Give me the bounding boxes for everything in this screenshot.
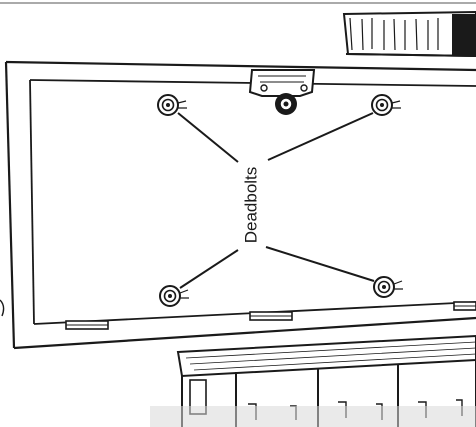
callout-leader-lines bbox=[178, 113, 374, 288]
deadbolt-bottom-right bbox=[374, 277, 403, 297]
leader-line-bottom-left bbox=[180, 250, 238, 288]
deadbolt-top-left bbox=[158, 95, 187, 115]
deadbolt-bottom-left bbox=[160, 286, 189, 306]
center-latch bbox=[250, 70, 314, 115]
lower-cabinet bbox=[150, 336, 476, 427]
hinge-center bbox=[250, 312, 292, 320]
leader-line-top-right bbox=[268, 113, 373, 160]
leader-line-bottom-right bbox=[266, 247, 374, 281]
leader-line-top-left bbox=[178, 113, 238, 162]
deadbolts-label: Deadbolts bbox=[241, 167, 260, 244]
overhead-cabinet bbox=[344, 12, 476, 56]
hinge-right bbox=[454, 302, 476, 310]
side-hook bbox=[0, 300, 4, 316]
hinge-left bbox=[66, 321, 108, 329]
deadbolt-top-right bbox=[372, 95, 401, 115]
